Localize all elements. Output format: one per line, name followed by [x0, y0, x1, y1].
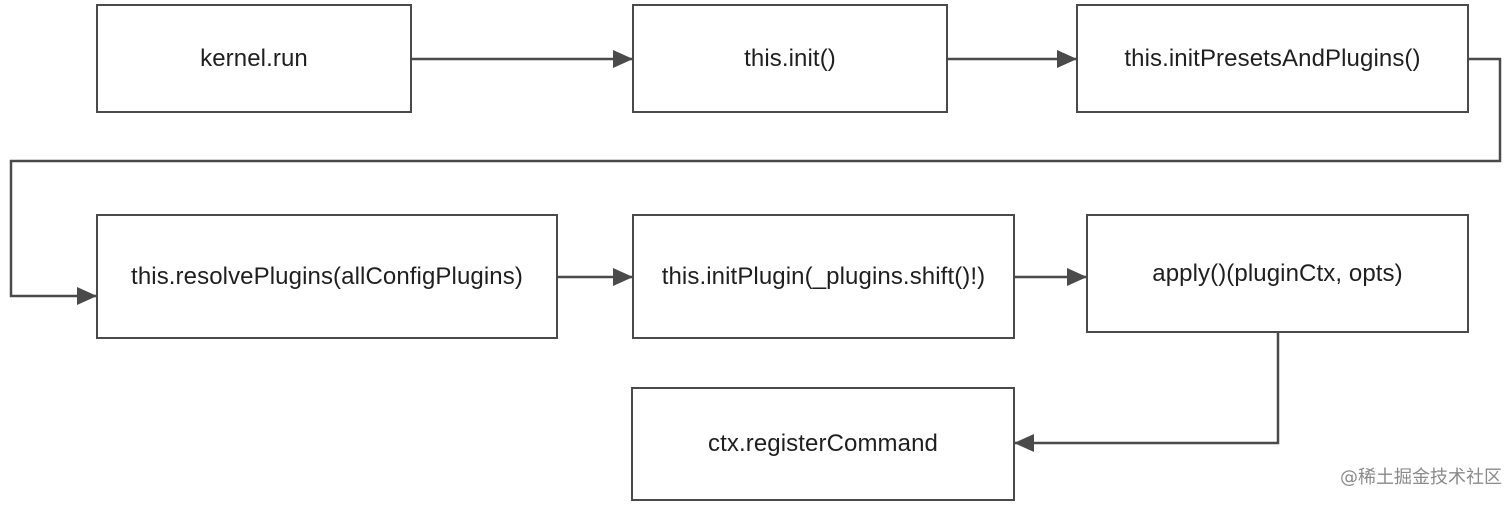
node-label: this.resolvePlugins(allConfigPlugins) [131, 262, 523, 290]
node-label: this.init() [744, 44, 836, 72]
node-label: apply()(pluginCtx, opts) [1152, 259, 1403, 287]
node-kernel-run: kernel.run [96, 4, 412, 113]
node-resolve-plugins: this.resolvePlugins(allConfigPlugins) [96, 214, 558, 339]
node-this-init: this.init() [632, 4, 948, 113]
watermark: @稀土掘金技术社区 [1340, 467, 1502, 488]
node-label: this.initPlugin(_plugins.shift()!) [661, 262, 986, 290]
node-init-plugin: this.initPlugin(_plugins.shift()!) [632, 214, 1015, 339]
node-label: kernel.run [200, 44, 308, 72]
edge-init-presets-to-resolve-plugins [9, 57, 1502, 305]
node-label: ctx.registerCommand [708, 430, 938, 457]
edge-apply-to-register-command [1014, 333, 1280, 452]
node-label: this.initPresetsAndPlugins() [1124, 44, 1421, 72]
node-init-presets-and-plugins: this.initPresetsAndPlugins() [1076, 4, 1469, 113]
node-apply: apply()(pluginCtx, opts) [1086, 214, 1469, 333]
node-register-command: ctx.registerCommand [631, 387, 1015, 501]
